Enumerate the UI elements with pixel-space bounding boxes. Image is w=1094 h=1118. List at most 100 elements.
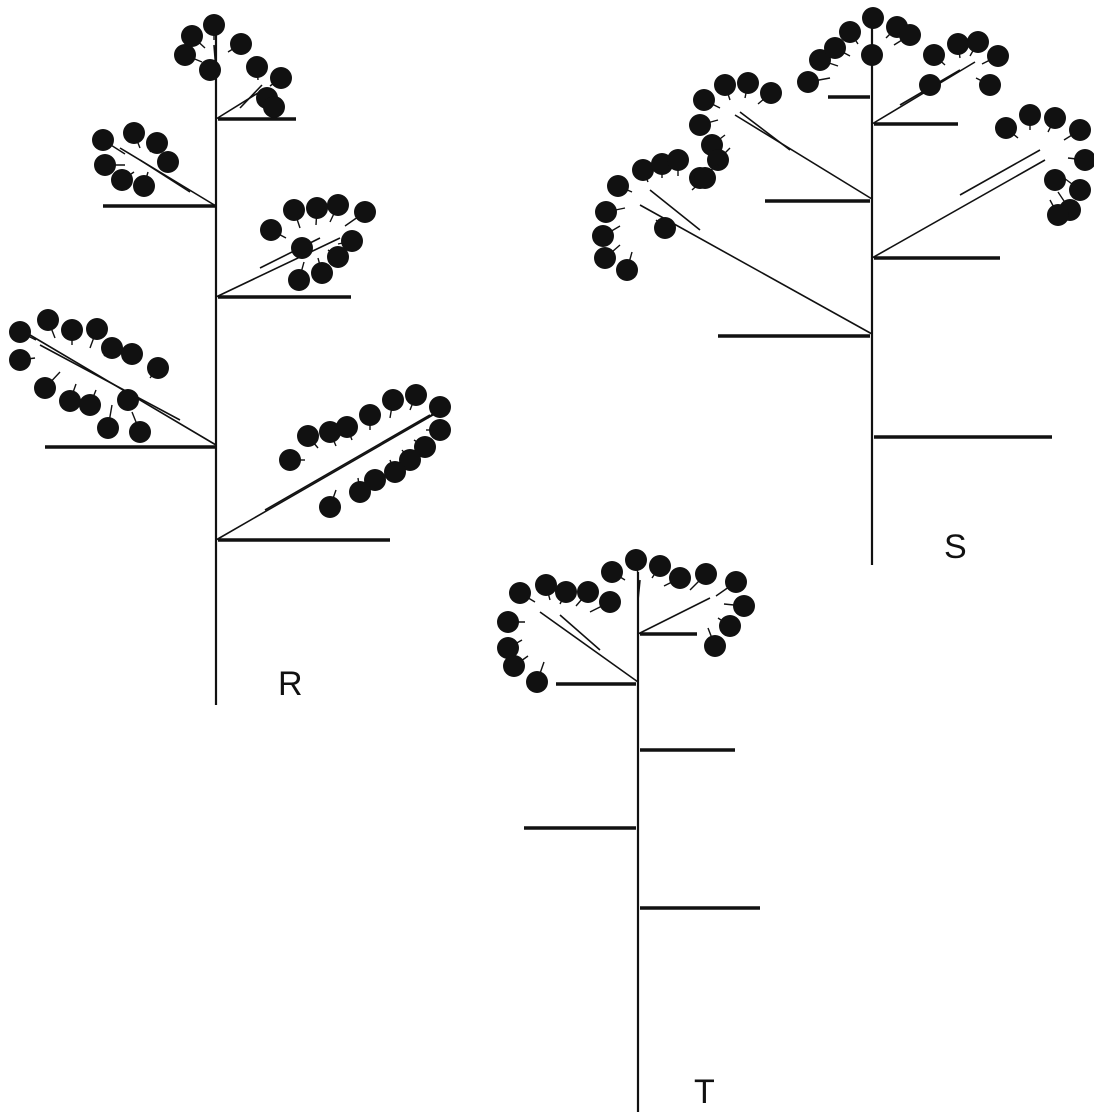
cluster-fruit	[707, 149, 729, 171]
cluster-fruit	[555, 581, 577, 603]
cluster-fruit	[429, 396, 451, 418]
apex-cluster-fruit	[203, 14, 225, 36]
cluster-fruit	[414, 436, 436, 458]
cluster-fruit	[306, 197, 328, 219]
cluster-fruit	[405, 384, 427, 406]
cluster-fruit	[59, 390, 81, 412]
cluster-fruit	[693, 89, 715, 111]
cluster-axis	[959, 149, 1041, 196]
cluster-fruit	[291, 237, 313, 259]
cluster-fruit	[694, 167, 716, 189]
cluster-fruit	[1044, 107, 1066, 129]
cluster-fruit	[61, 319, 83, 341]
cluster-fruit	[327, 246, 349, 268]
panel-label-T: T	[694, 1073, 715, 1111]
cluster-fruit	[595, 201, 617, 223]
cluster-fruit	[429, 419, 451, 441]
cluster-fruit	[399, 449, 421, 471]
cluster-axis	[649, 189, 701, 231]
plant-T	[497, 549, 760, 1112]
panel-label-R: R	[278, 665, 303, 703]
cluster-axis	[264, 414, 431, 511]
cluster-fruit	[607, 175, 629, 197]
cluster-fruit	[349, 481, 371, 503]
cluster-fruit	[995, 117, 1017, 139]
cluster-fruit	[92, 129, 114, 151]
cluster-fruit	[967, 31, 989, 53]
branch	[539, 611, 639, 683]
cluster-fruit	[987, 45, 1009, 67]
cluster-fruit	[101, 337, 123, 359]
cluster-fruit	[147, 357, 169, 379]
cluster-axis	[39, 344, 181, 421]
cluster-fruit	[1069, 179, 1091, 201]
cluster-fruit	[592, 225, 614, 247]
cluster-fruit	[503, 655, 525, 677]
cluster-fruit	[263, 96, 285, 118]
apex-cluster-fruit	[899, 24, 921, 46]
cluster-fruit	[94, 154, 116, 176]
apex-cluster-fruit	[861, 44, 883, 66]
cluster-fruit	[34, 377, 56, 399]
cluster-fruit	[79, 394, 101, 416]
cluster-fruit	[246, 56, 268, 78]
cluster-fruit	[327, 194, 349, 216]
cluster-fruit	[1047, 204, 1069, 226]
cluster-fruit	[689, 114, 711, 136]
cluster-fruit	[86, 318, 108, 340]
branch	[215, 237, 341, 298]
cluster-fruit	[919, 74, 941, 96]
cluster-fruit	[1069, 119, 1091, 141]
cluster-fruit	[146, 132, 168, 154]
cluster-fruit	[359, 404, 381, 426]
cluster-fruit	[9, 349, 31, 371]
branch	[734, 114, 873, 200]
cluster-fruit	[760, 82, 782, 104]
apex-cluster-fruit	[230, 33, 252, 55]
apex-cluster-fruit	[174, 44, 196, 66]
cluster-fruit	[594, 247, 616, 269]
cluster-fruit	[270, 67, 292, 89]
cluster-fruit	[336, 416, 358, 438]
apex-cluster-fruit	[695, 563, 717, 585]
cluster-fruit	[526, 671, 548, 693]
apex-cluster-fruit	[809, 49, 831, 71]
apex-cluster-fruit	[719, 615, 741, 637]
cluster-fruit	[577, 581, 599, 603]
apex-cluster-fruit	[649, 555, 671, 577]
cluster-fruit	[37, 309, 59, 331]
cluster-fruit	[497, 611, 519, 633]
cluster-fruit	[667, 149, 689, 171]
apex-cluster-fruit	[725, 571, 747, 593]
apex-cluster-fruit	[704, 635, 726, 657]
cluster-fruit	[260, 219, 282, 241]
cluster-fruit	[737, 72, 759, 94]
apex-cluster-fruit	[824, 37, 846, 59]
cluster-fruit	[979, 74, 1001, 96]
cluster-fruit	[111, 169, 133, 191]
cluster-fruit	[497, 637, 519, 659]
cluster-fruit	[123, 122, 145, 144]
branch	[871, 159, 1046, 259]
cluster-fruit	[319, 421, 341, 443]
cluster-fruit	[714, 74, 736, 96]
cluster-fruit	[133, 175, 155, 197]
apex-cluster-fruit	[669, 567, 691, 589]
cluster-fruit	[384, 461, 406, 483]
cluster-fruit	[121, 343, 143, 365]
cluster-fruit	[288, 269, 310, 291]
cluster-fruit	[1044, 169, 1066, 191]
cluster-fruit	[283, 199, 305, 221]
cluster-axis	[139, 159, 191, 193]
cluster-fruit	[297, 425, 319, 447]
plant-R	[9, 14, 451, 705]
cluster-fruit	[616, 259, 638, 281]
cluster-fruit	[279, 449, 301, 471]
cluster-fruit	[599, 591, 621, 613]
cluster-axis	[739, 111, 791, 151]
cluster-fruit	[535, 574, 557, 596]
apex-cluster-fruit	[601, 561, 623, 583]
apex-cluster-fruit	[839, 21, 861, 43]
cluster-fruit	[364, 469, 386, 491]
